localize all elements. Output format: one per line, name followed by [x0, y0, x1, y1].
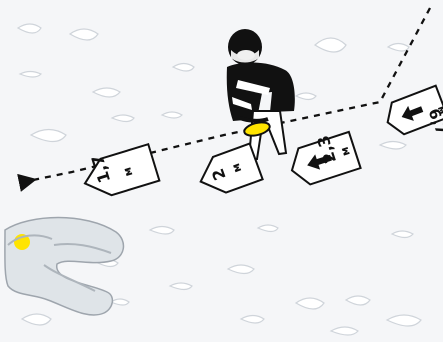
avalanche-search-scene: 1,7 м 2 м 2,3 м 6,7 м [0, 0, 443, 342]
search-illustration: 1,7 м 2 м 2,3 м 6,7 м [0, 0, 443, 342]
